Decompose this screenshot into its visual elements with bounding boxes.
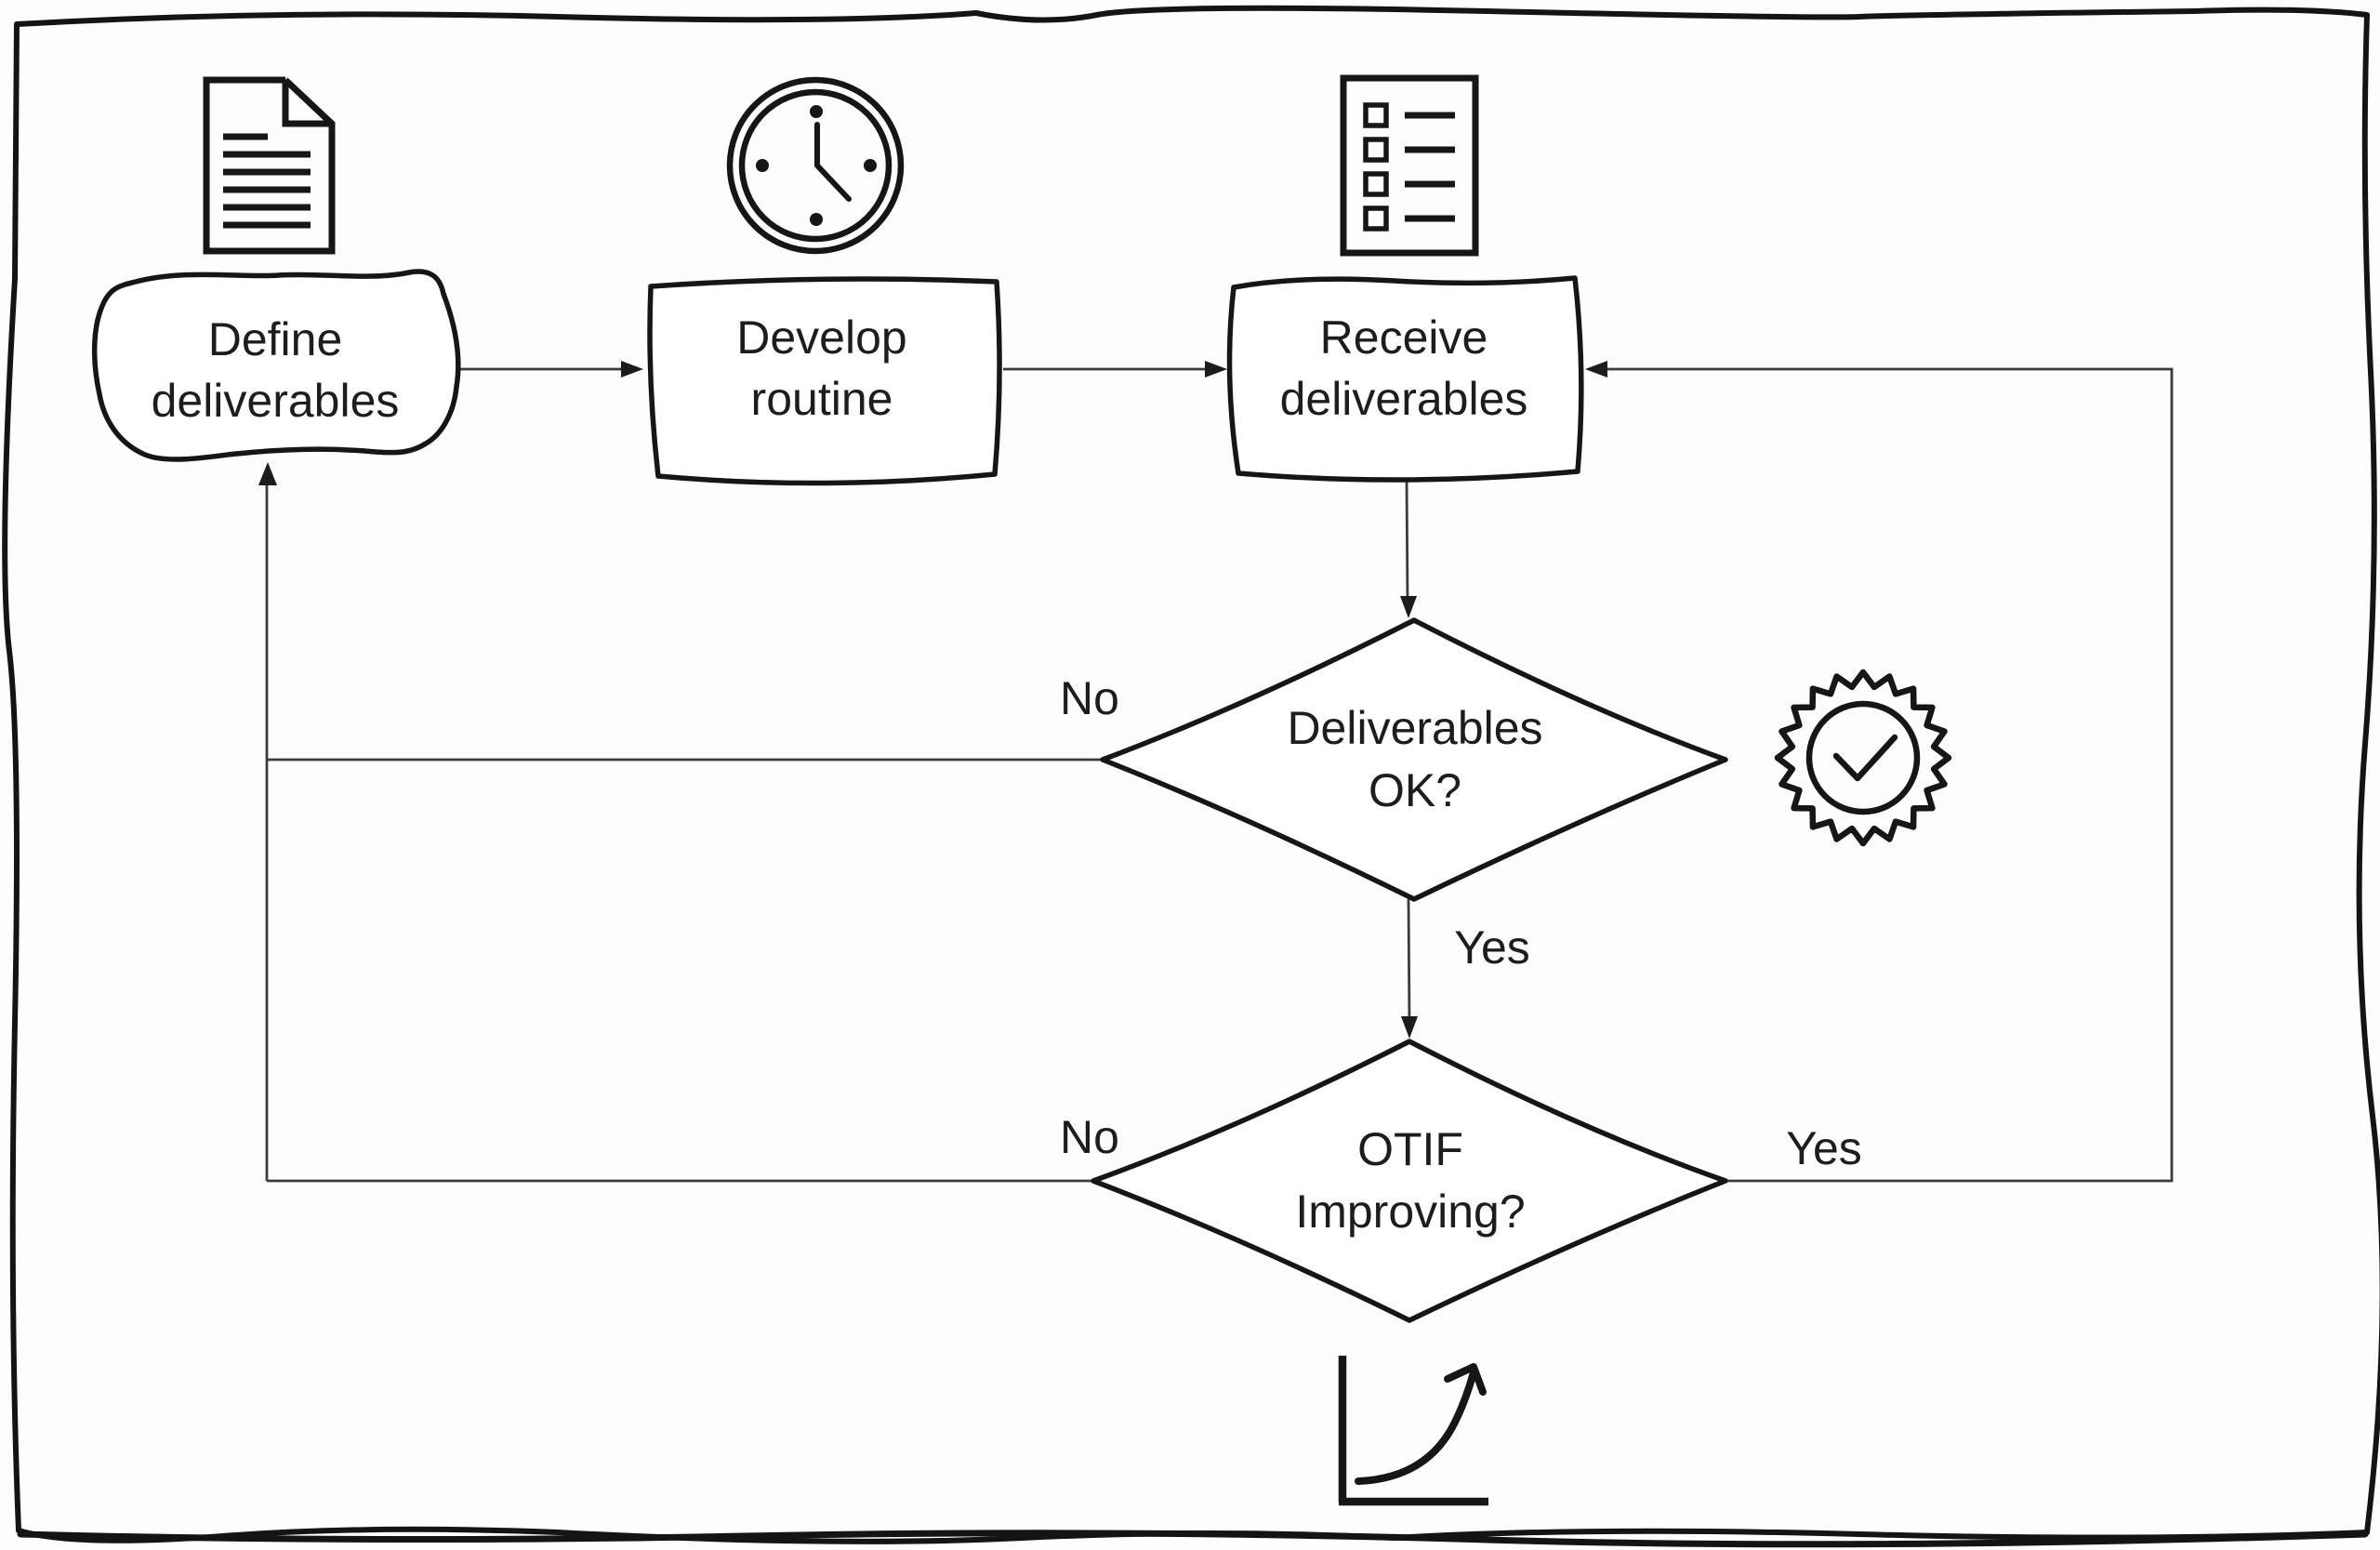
deliverables-ok-diamond [1100, 617, 1728, 902]
edge-label-otif-yes: Yes [1786, 1122, 1862, 1174]
otif-decision: OTIF Improving? [1091, 1039, 1728, 1323]
edge-receive-deliverables-ok [1405, 476, 1409, 603]
develop-node: Develop routine [647, 276, 1002, 486]
arrowhead-into-receive-right [1585, 361, 1607, 378]
develop-shape [647, 276, 1002, 486]
clock-icon [726, 76, 905, 255]
chart-arrowhead [1444, 1363, 1487, 1396]
define-label-line1: Define [208, 313, 343, 365]
deliverables-ok-label-line2: OK? [1368, 764, 1461, 816]
receive-shape [1226, 275, 1584, 483]
approval-badge-icon [1774, 669, 1952, 847]
otif-diamond [1091, 1039, 1728, 1323]
growth-chart-icon [1338, 1356, 1488, 1506]
clock-tick-3 [864, 159, 877, 172]
connectors [258, 361, 2174, 1183]
document-outline [203, 76, 336, 255]
deliverables-ok-decision: Deliverables OK? [1100, 617, 1728, 902]
define-label-line2: deliverables [152, 375, 400, 427]
edge-deliverables-ok-yes [1407, 898, 1411, 1024]
arrowhead-into-define [258, 462, 277, 485]
edge-labels: No Yes No Yes [1060, 672, 1862, 1174]
clock-tick-9 [756, 159, 769, 172]
arrowhead-into-receive-left [1205, 361, 1227, 378]
clock-hands [814, 122, 852, 202]
chart-growth-curve [1355, 1369, 1477, 1485]
badge-seal-edge [1774, 669, 1952, 847]
checklist-icon [1340, 74, 1479, 257]
otif-label-line1: OTIF [1357, 1123, 1463, 1175]
receive-node: Receive deliverables [1226, 275, 1584, 483]
border-bottom-accent [17, 1530, 2369, 1548]
receive-label-line2: deliverables [1280, 373, 1528, 425]
define-node: Define deliverables [91, 269, 461, 462]
document-icon [203, 76, 336, 255]
document-text-lines [223, 133, 311, 229]
arrowhead-into-develop [621, 361, 643, 378]
edge-otif-yes-loop [1601, 367, 2174, 1183]
badge-checkmark [1832, 734, 1898, 782]
checklist-checkboxes [1363, 102, 1389, 232]
develop-label-line1: Develop [736, 311, 906, 364]
otif-label-line2: Improving? [1295, 1186, 1525, 1238]
arrowhead-into-deliverables-ok [1400, 596, 1417, 618]
edge-label-deliverables-ok-no: No [1060, 672, 1119, 724]
edge-label-deliverables-ok-yes: Yes [1454, 921, 1530, 974]
deliverables-ok-label-line1: Deliverables [1287, 702, 1542, 754]
page-border [2, 5, 2380, 1548]
checklist-item-lines [1405, 112, 1455, 222]
clock-outer-ring [726, 76, 905, 255]
clock-inner-ring [738, 88, 892, 243]
clock-tick-12 [810, 105, 823, 118]
badge-inner-circle [1805, 700, 1921, 815]
arrowhead-into-otif [1401, 1016, 1418, 1039]
receive-label-line1: Receive [1320, 311, 1488, 364]
clock-tick-6 [810, 213, 823, 226]
chart-axes [1338, 1356, 1488, 1506]
define-shape [91, 269, 461, 462]
edge-label-otif-no: No [1060, 1111, 1119, 1163]
develop-label-line2: routine [751, 373, 893, 425]
checklist-outline [1340, 74, 1479, 257]
